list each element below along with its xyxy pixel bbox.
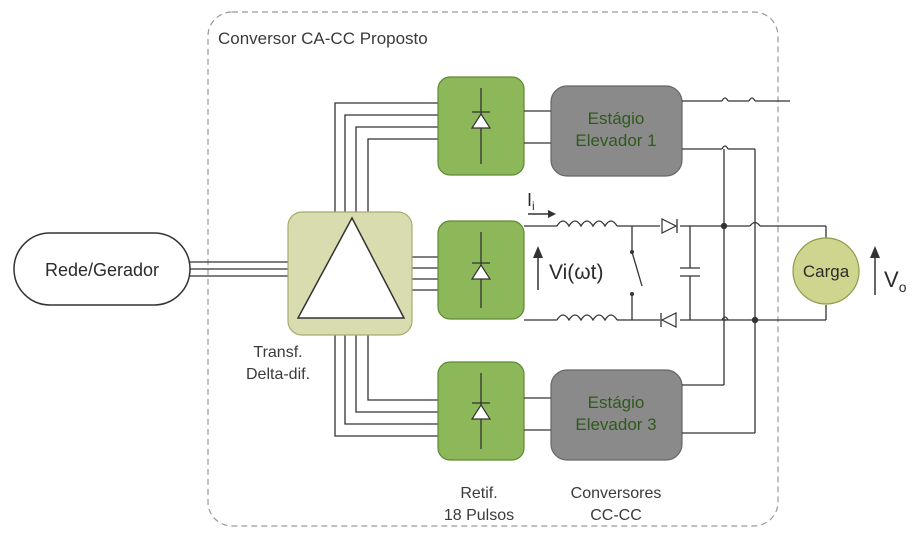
- dc-bus-wiring: [682, 97, 827, 434]
- upper-rectifier-wiring: [334, 102, 438, 235]
- load-label: Carga: [803, 262, 850, 281]
- load-block: [792, 237, 860, 305]
- stage1-label-line2: Elevador 1: [575, 131, 656, 150]
- frame-title: Conversor CA-CC Proposto: [218, 29, 428, 48]
- rectifier-upper: [437, 76, 525, 176]
- inductor-top: [556, 220, 618, 228]
- input-lines: [190, 261, 300, 277]
- inductor-bottom: [556, 314, 618, 322]
- switch-contact: [630, 250, 634, 254]
- stage1-label-line1: Estágio: [588, 109, 645, 128]
- output-diode-top: [661, 218, 678, 234]
- source-label: Rede/Gerador: [45, 260, 159, 280]
- middle-boost-circuit: [524, 220, 755, 322]
- rectifier-caption-line2: 18 Pulsos: [444, 507, 514, 524]
- diode-icon: [470, 112, 492, 129]
- lower-rectifier-wiring: [334, 318, 438, 437]
- current-label: Ii: [527, 190, 535, 213]
- output-diode-bottom: [660, 312, 677, 328]
- output-voltage-arrowhead-icon: [870, 246, 880, 258]
- output-voltage-label: Vo: [884, 267, 907, 295]
- stage3-label-line2: Elevador 3: [575, 415, 656, 434]
- voltage-in-arrowhead-icon: [533, 246, 543, 258]
- diode-icon: [470, 263, 492, 280]
- rectifier-middle: [437, 220, 525, 320]
- boost-stage-1: [550, 85, 683, 177]
- rectifier-lower: [437, 361, 525, 461]
- delta-triangle-icon: [296, 216, 406, 319]
- transformer-label-line1: Transf.: [253, 344, 302, 361]
- switch-contact: [630, 292, 634, 296]
- voltage-in-label: Vi(ωt): [549, 261, 604, 284]
- converters-caption-line1: Conversores: [571, 485, 662, 502]
- stage3-label-line1: Estágio: [588, 393, 645, 412]
- boost-stage-3: [550, 369, 683, 461]
- junction-dot: [751, 316, 759, 324]
- converters-caption-line2: CC-CC: [590, 507, 642, 524]
- transformer-label-line2: Delta-dif.: [246, 366, 310, 383]
- current-arrowhead-icon: [548, 210, 556, 218]
- rectifier-stage-links: [524, 110, 551, 431]
- rectifier-caption-line1: Retif.: [460, 485, 497, 502]
- junction-dot: [720, 222, 728, 230]
- diode-icon: [470, 403, 492, 420]
